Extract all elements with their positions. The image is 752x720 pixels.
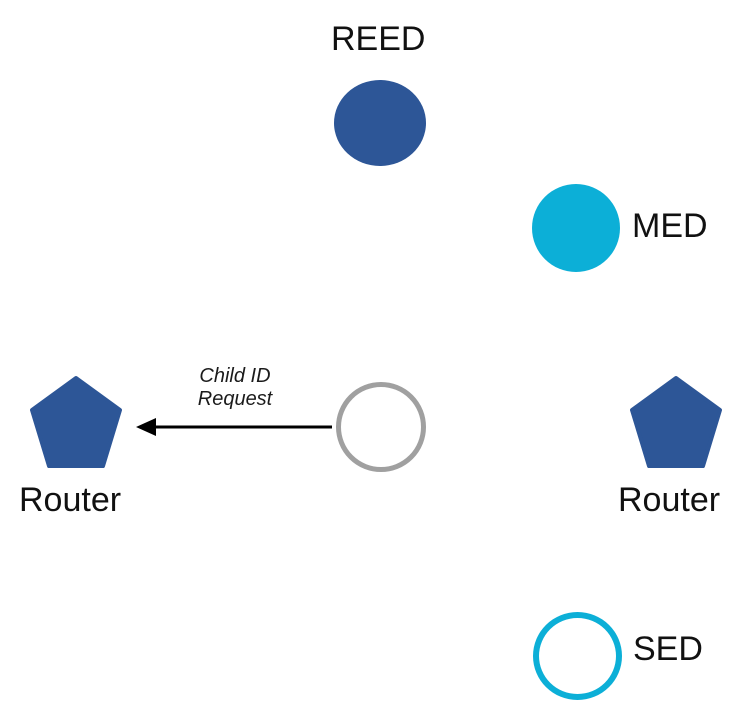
child-id-request-label: Child ID Request — [175, 365, 295, 411]
router-left-pentagon[interactable] — [30, 376, 122, 472]
med-node-circle[interactable] — [532, 184, 620, 272]
router-left-label: Router — [19, 481, 122, 519]
reed-node-label: REED — [331, 20, 426, 58]
joining-device-ring[interactable] — [336, 382, 426, 472]
child-id-request-label-line2: Request — [197, 388, 273, 410]
router-right-pentagon[interactable] — [630, 376, 722, 472]
reed-node-circle[interactable] — [334, 80, 426, 166]
child-id-request-label-line1: Child ID — [199, 365, 271, 387]
sed-node-label: SED — [633, 630, 703, 668]
sed-node-ring[interactable] — [533, 612, 622, 700]
router-right-label: Router — [618, 481, 721, 519]
child-id-request-arrow — [136, 418, 332, 436]
med-node-label: MED — [632, 207, 708, 245]
